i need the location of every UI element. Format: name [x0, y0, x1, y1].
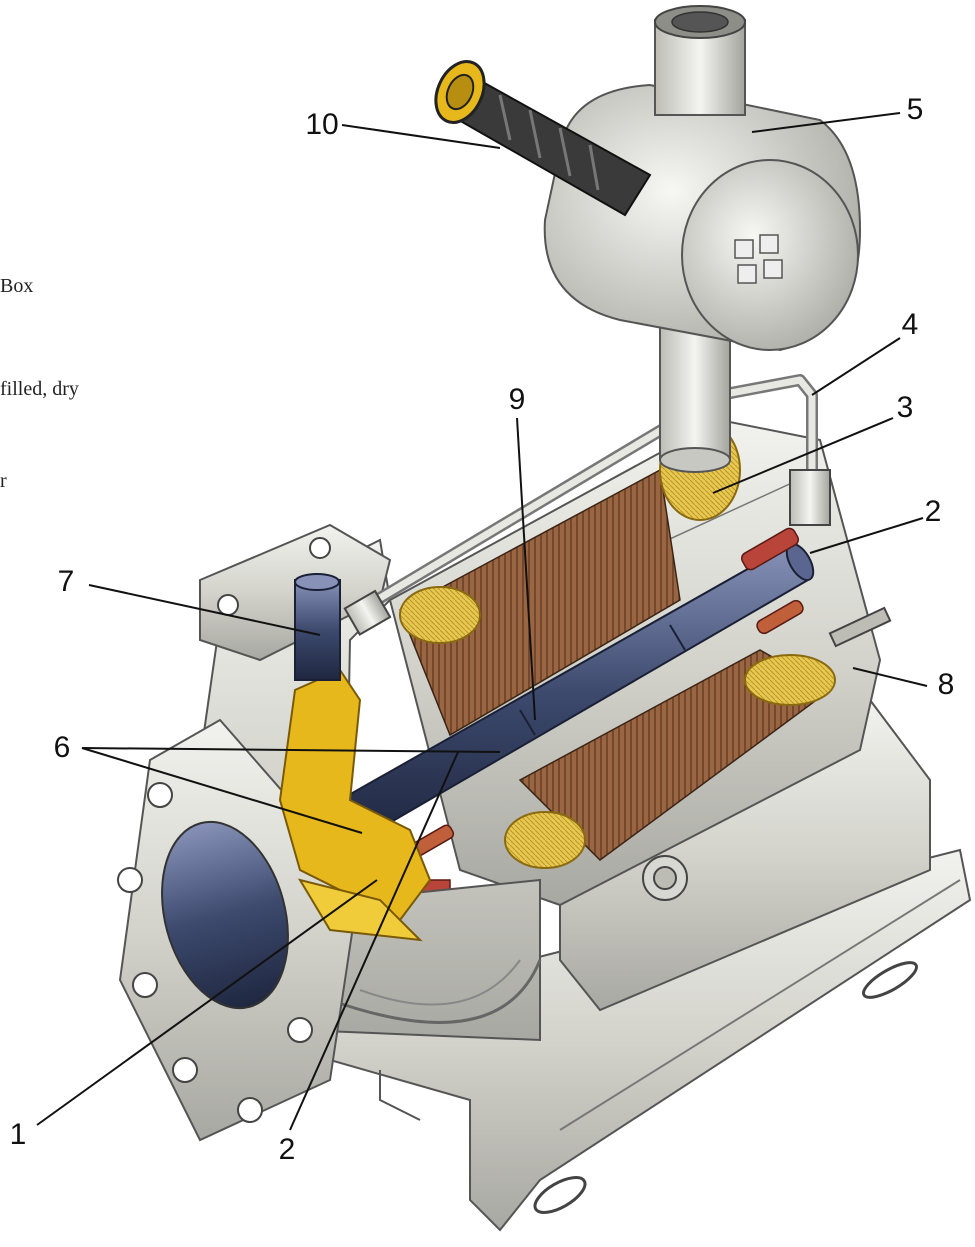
end-cover-bolt	[828, 606, 892, 648]
callout-6: 6	[53, 731, 71, 764]
callout-2-bottom: 2	[278, 1133, 296, 1166]
mounting-base	[329, 848, 972, 1232]
terminal-box-neck	[659, 319, 731, 473]
callout-3: 3	[896, 391, 914, 424]
vent-plug	[294, 573, 341, 681]
callout-10: 10	[305, 108, 339, 141]
callout-4: 4	[901, 308, 919, 341]
cable-gland	[434, 60, 652, 217]
callout-1: 1	[9, 1118, 27, 1151]
terminal-box	[543, 5, 862, 352]
side-caption-line-2: filled, dry	[0, 378, 79, 400]
side-caption-line-3: r	[0, 470, 7, 492]
impeller	[278, 668, 432, 942]
callout-9: 9	[508, 383, 526, 416]
circulation-pipe	[343, 374, 831, 636]
callout-5: 5	[906, 93, 924, 126]
callout-8: 8	[937, 668, 955, 701]
callout-2-top: 2	[924, 495, 942, 528]
leader-lines	[36, 112, 928, 1131]
callout-7: 7	[57, 565, 75, 598]
side-caption-line-1: Box	[0, 275, 34, 297]
